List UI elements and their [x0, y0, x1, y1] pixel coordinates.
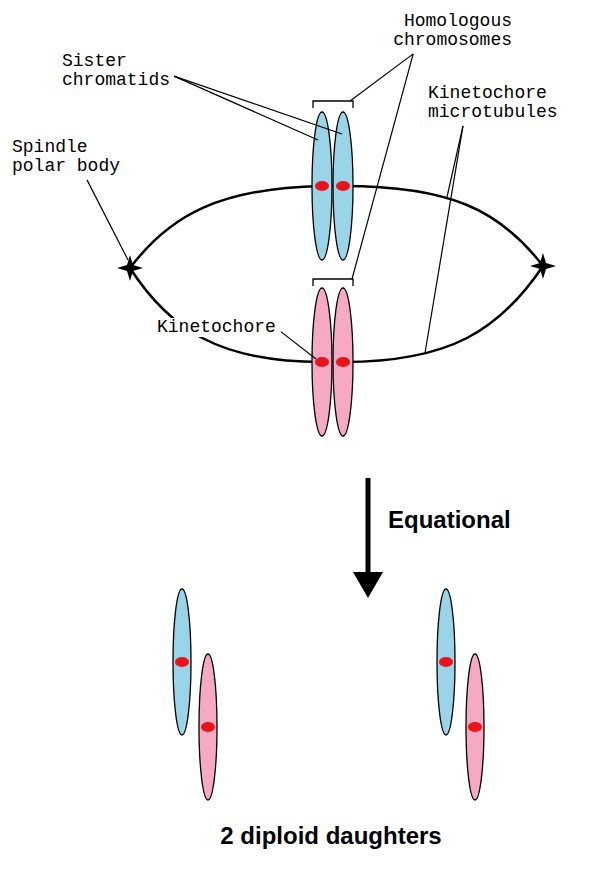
- bracket: [313, 279, 353, 286]
- structure-label: Kinetochore: [155, 318, 278, 337]
- chromatid: [199, 654, 217, 800]
- chromatid: [312, 288, 332, 436]
- chromatid: [333, 112, 353, 260]
- kinetochore: [315, 357, 329, 367]
- chromatid: [333, 288, 353, 436]
- kinetochore: [468, 722, 482, 732]
- kinetochore: [201, 722, 215, 732]
- leader-line: [87, 180, 128, 260]
- leader-line: [174, 76, 318, 140]
- spindle-pole: [530, 253, 556, 279]
- chromatid: [173, 589, 191, 735]
- arrow-shaft: [366, 478, 371, 574]
- leader-line: [174, 76, 342, 134]
- structure-label: Homologous chromosomes: [393, 12, 512, 51]
- kinetochore: [175, 657, 189, 667]
- leader-line: [447, 126, 463, 197]
- chromatid: [312, 112, 332, 260]
- arrow-head: [353, 572, 383, 598]
- leader-line: [425, 126, 463, 353]
- leader-line: [352, 54, 413, 279]
- division-type: Equational: [388, 506, 511, 535]
- kinetochore: [336, 357, 350, 367]
- spindle-pole: [117, 255, 143, 281]
- bracket: [313, 101, 353, 108]
- structure-label: Kinetochore microtubules: [428, 84, 558, 123]
- result-caption: 2 diploid daughters: [131, 822, 531, 851]
- leader-line: [281, 332, 316, 359]
- structure-label: Sister chromatids: [62, 52, 170, 91]
- kinetochore: [336, 181, 350, 191]
- chromatid: [437, 589, 455, 735]
- leader-line: [350, 54, 413, 101]
- kinetochore: [315, 181, 329, 191]
- chromatid: [466, 654, 484, 800]
- kinetochore: [439, 657, 453, 667]
- structure-label: Spindle polar body: [12, 138, 127, 177]
